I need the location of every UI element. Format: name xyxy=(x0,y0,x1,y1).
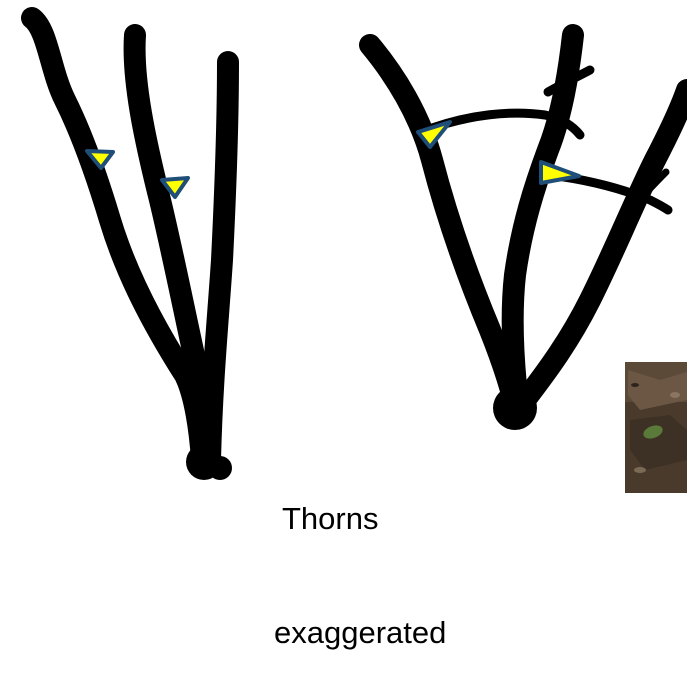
thorns-caption: Thorns exaggerated xyxy=(262,424,462,690)
left-plant-cane-3 xyxy=(210,62,228,460)
right-plant-base xyxy=(493,386,537,430)
caption-line-1: Thorns xyxy=(262,500,462,538)
left-plant-cane-2 xyxy=(135,35,207,460)
pruning-diagram xyxy=(0,0,687,493)
left-plant xyxy=(32,18,232,480)
soil-photo-thumbnail xyxy=(625,362,687,493)
caption-line-2: exaggerated xyxy=(262,614,462,652)
right-plant-cane-1 xyxy=(370,45,515,405)
